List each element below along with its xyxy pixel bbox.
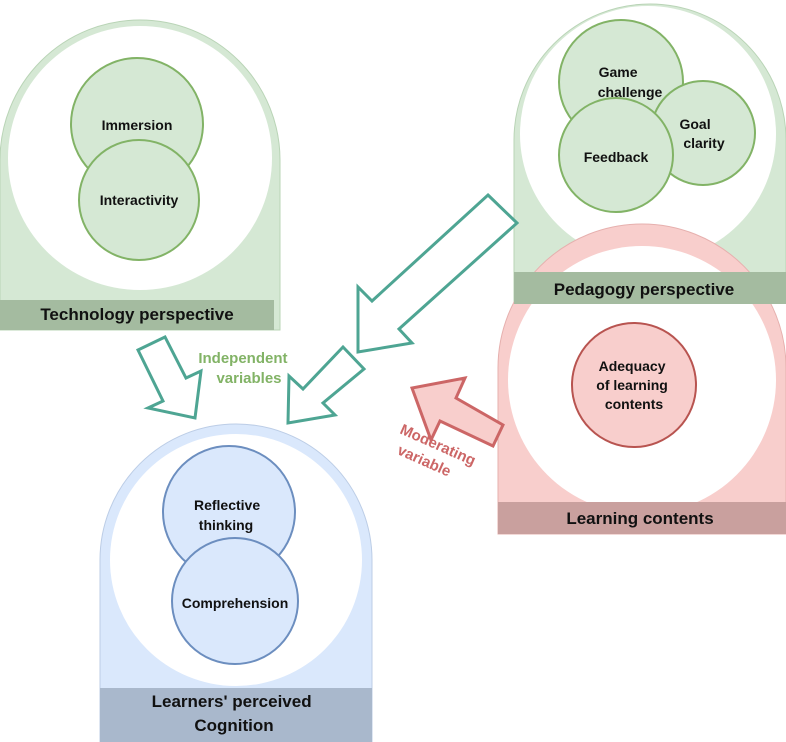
interactivity-circle xyxy=(78,139,200,261)
feedback-circle xyxy=(558,97,674,213)
technology-title: Technology perspective xyxy=(40,305,233,324)
game-challenge-label: Game challenge xyxy=(598,64,663,100)
pedagogy-to-center-arrow xyxy=(356,192,520,354)
cognition-title-bar xyxy=(100,688,372,742)
technology-group: Technology perspective Immersion Interac… xyxy=(0,19,281,331)
adequacy-circle xyxy=(571,322,697,448)
pedagogy-title: Pedagogy perspective xyxy=(554,280,734,299)
technology-title-bar xyxy=(0,300,274,330)
independent-variables-label: Independent variables xyxy=(198,350,291,387)
reflective-thinking-label: Reflective thinking xyxy=(194,497,264,533)
learning-group: Pedagogy perspective Learning contents A… xyxy=(497,223,786,535)
learning-title-bar xyxy=(498,502,786,534)
pedagogy-group: Game challenge Goal clarity Feedback xyxy=(513,3,786,303)
comprehension-circle xyxy=(171,537,299,665)
goal-clarity-label: Goal clarity xyxy=(679,116,724,151)
feedback-label: Feedback xyxy=(584,149,649,165)
moderating-arrow xyxy=(409,375,505,448)
adequacy-label: Adequacy of learning contents xyxy=(596,358,671,412)
cognition-title: Learners' perceived Cognition xyxy=(152,692,317,735)
interactivity-label: Interactivity xyxy=(100,192,179,208)
comprehension-label: Comprehension xyxy=(182,595,289,611)
immersion-label: Immersion xyxy=(102,117,173,133)
center-to-cognition-arrow xyxy=(286,344,367,425)
cognition-group: Learners' perceived Cognition Reflective… xyxy=(99,423,373,742)
technology-to-cognition-arrow xyxy=(135,335,203,420)
learning-title: Learning contents xyxy=(566,509,713,528)
pedagogy-title-bar xyxy=(514,272,786,304)
